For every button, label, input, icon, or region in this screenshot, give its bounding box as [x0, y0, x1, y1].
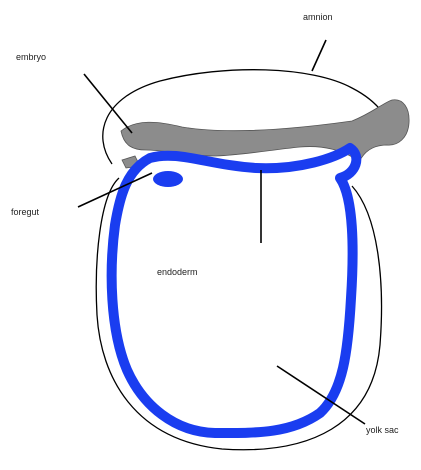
embryo-leader [84, 74, 132, 133]
label-embryo: embryo [16, 53, 46, 62]
label-amnion: amnion [303, 13, 333, 22]
yolk-sac-outline [96, 178, 381, 450]
label-yolk-sac: yolk sac [366, 426, 399, 435]
label-foregut: foregut [11, 208, 39, 217]
foregut-pocket [153, 171, 183, 187]
amnion-leader [312, 40, 326, 71]
endoderm-lining [112, 148, 357, 433]
label-endoderm: endoderm [157, 268, 198, 277]
